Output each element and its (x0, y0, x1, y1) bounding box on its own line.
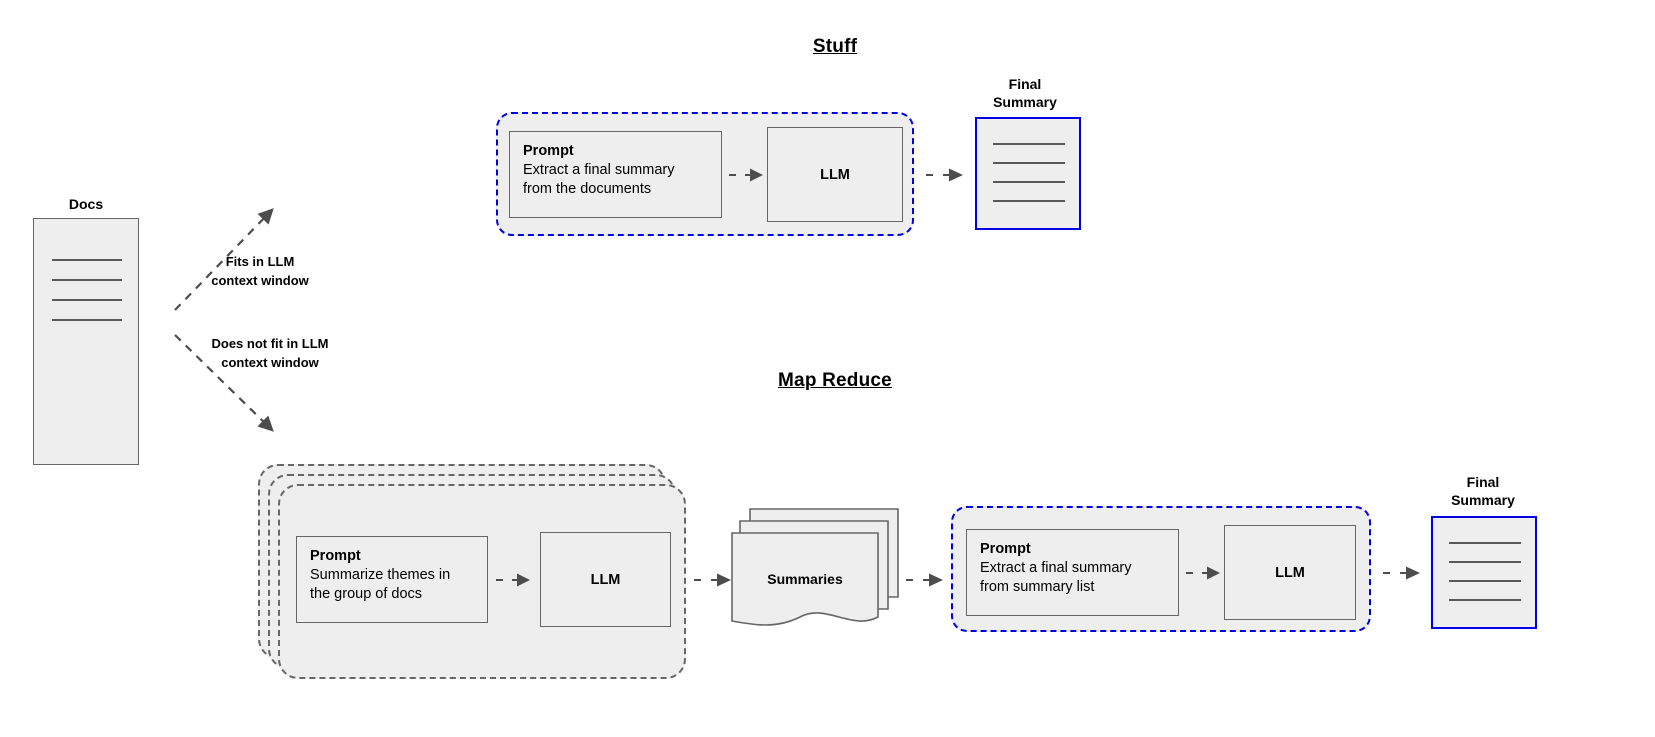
stuff-output-box (975, 117, 1081, 230)
map-prompt-line2: the group of docs (310, 586, 423, 602)
reduce-arrow-prompt-to-llm (1186, 566, 1220, 580)
reduce-output-caption-line1: Final (1466, 474, 1500, 490)
stuff-llm-label: LLM (820, 166, 850, 183)
stuff-output-caption-line2: Summary (993, 94, 1057, 110)
docs-line-3 (52, 299, 122, 301)
map-arrow-group-to-summaries (694, 573, 731, 587)
stuff-output-caption-line1: Final (1008, 76, 1042, 92)
docs-caption: Docs (68, 196, 104, 212)
stuff-output-caption: Final Summary (966, 75, 1084, 111)
map-llm-box: LLM (540, 532, 671, 627)
branch-label-not-fits-line2: context window (221, 355, 319, 370)
stuff-arrow-prompt-to-llm (729, 168, 763, 182)
branch-label-fits-line2: context window (211, 273, 309, 288)
branch-arrow-down (174, 334, 274, 432)
reduce-llm-label: LLM (1275, 564, 1305, 581)
map-llm-label: LLM (590, 571, 621, 588)
map-arrow-prompt-to-llm (496, 573, 530, 587)
summaries-label: Summaries (767, 571, 843, 587)
stuff-output-line-2 (993, 162, 1065, 164)
reduce-output-box (1431, 516, 1537, 629)
docs-line-4 (52, 319, 122, 321)
reduce-output-caption: Final Summary (1424, 473, 1542, 509)
docs-line-2 (52, 279, 122, 281)
reduce-output-caption-line2: Summary (1451, 492, 1515, 508)
summaries-sheet-front (731, 532, 879, 626)
stuff-output-line-1 (993, 143, 1065, 145)
reduce-prompt-line2: from summary list (980, 579, 1095, 595)
reduce-prompt-box: Prompt Extract a final summary from summ… (966, 529, 1179, 616)
reduce-output-line-3 (1449, 580, 1521, 582)
branch-arrow-up (174, 208, 274, 311)
stuff-prompt-line2: from the documents (523, 181, 652, 197)
map-prompt-line1: Summarize themes in (310, 567, 451, 583)
stuff-title: Stuff (812, 36, 858, 57)
branch-arrows (174, 208, 274, 432)
branch-label-not-fits: Does not fit in LLM context window (180, 334, 360, 372)
reduce-prompt-title: Prompt (980, 541, 1031, 557)
reduce-llm-box: LLM (1224, 525, 1356, 620)
branch-label-fits: Fits in LLM context window (175, 252, 345, 290)
map-reduce-title: Map Reduce (778, 370, 892, 391)
reduce-arrow-llm-to-output (1383, 566, 1420, 580)
reduce-prompt-line1: Extract a final summary (980, 560, 1132, 576)
map-arrow-summaries-to-reduce (906, 573, 943, 587)
branch-label-not-fits-line1: Does not fit in LLM (211, 336, 329, 351)
reduce-output-line-1 (1449, 542, 1521, 544)
reduce-output-line-4 (1449, 599, 1521, 601)
stuff-output-line-4 (993, 200, 1065, 202)
summaries-stack: Summaries (730, 505, 902, 637)
map-prompt-box: Prompt Summarize themes in the group of … (296, 536, 488, 623)
stuff-llm-box: LLM (767, 127, 903, 222)
reduce-output-line-2 (1449, 561, 1521, 563)
stuff-prompt-title: Prompt (523, 143, 574, 159)
branch-label-fits-line1: Fits in LLM (225, 254, 295, 269)
docs-box (33, 218, 139, 465)
map-prompt-title: Prompt (310, 548, 361, 564)
docs-line-1 (52, 259, 122, 261)
stuff-arrow-llm-to-output (926, 168, 963, 182)
stuff-prompt-box: Prompt Extract a final summary from the … (509, 131, 722, 218)
stuff-prompt-line1: Extract a final summary (523, 162, 675, 178)
stuff-output-line-3 (993, 181, 1065, 183)
